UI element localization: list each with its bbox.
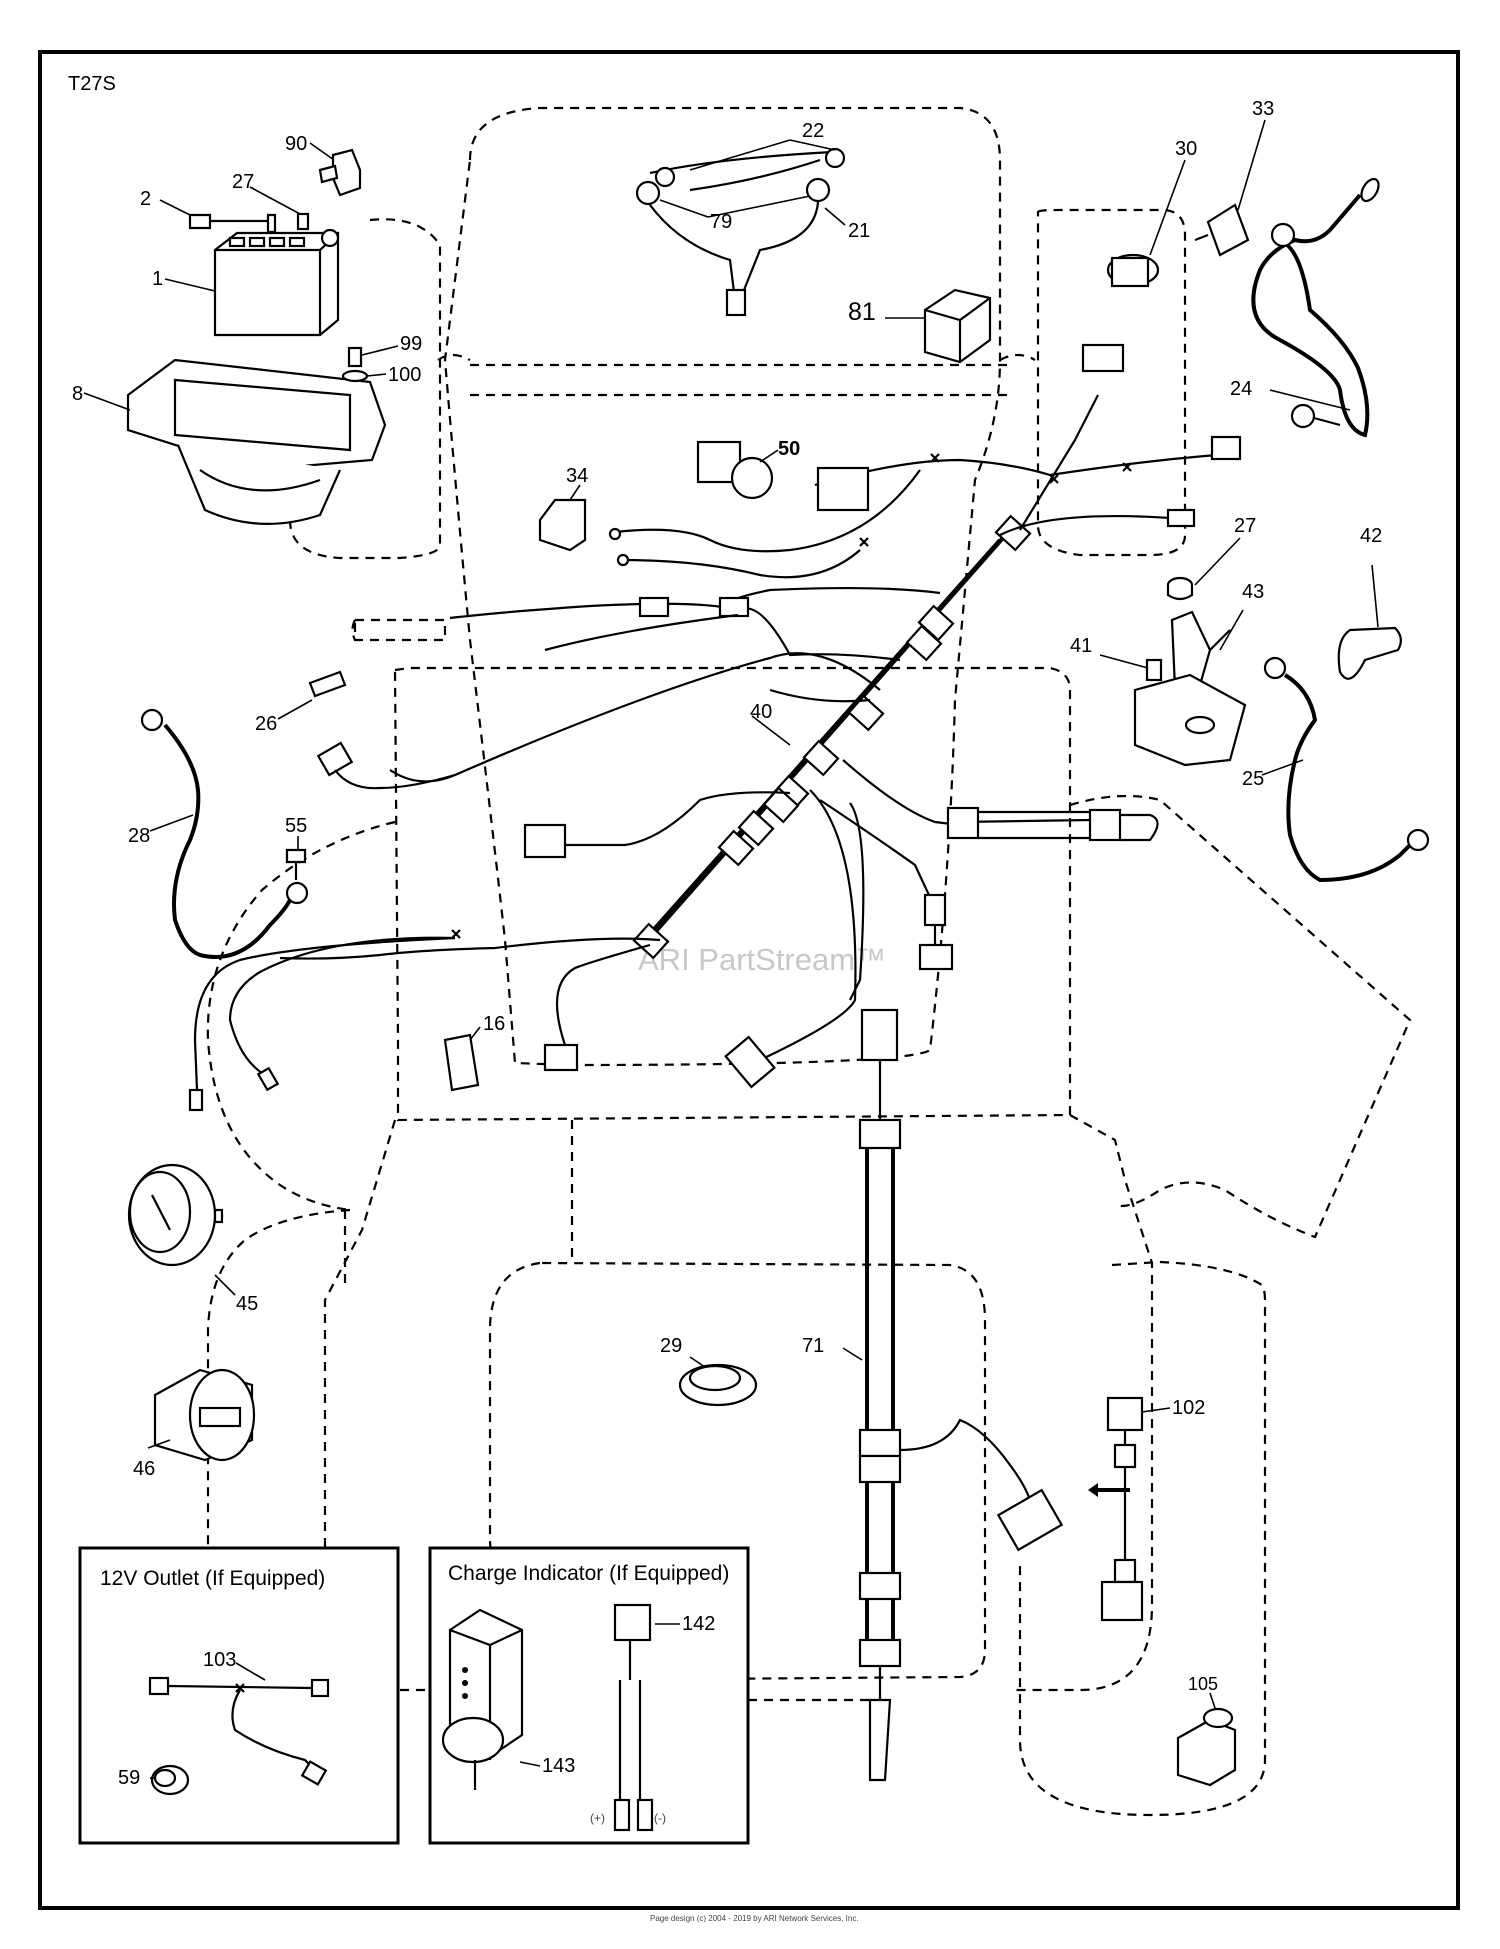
callout-28: 28 xyxy=(128,825,150,847)
callout-34: 34 xyxy=(566,465,588,487)
diagram-frame xyxy=(38,50,1460,1910)
part-22-headlight-harness xyxy=(635,139,846,317)
ground-wire-leads xyxy=(188,936,456,1112)
callout-79: 79 xyxy=(710,211,732,233)
callout-142: 142 xyxy=(682,1613,715,1635)
part-40-main-wiring-harness xyxy=(279,343,1242,1089)
wire-splice-markers xyxy=(451,453,1132,939)
part-81-relay xyxy=(885,288,992,364)
callout-99: 99 xyxy=(400,333,422,355)
part-100-washer xyxy=(341,369,387,383)
part-41-bolt xyxy=(1099,654,1163,682)
diagram-code: T27S xyxy=(68,73,116,95)
inset-charge-indicator: Charge Indicator (If Equipped) (+) (-) xyxy=(428,1546,750,1845)
callout-55: 55 xyxy=(285,815,307,837)
inset-12v-outlet-title: 12V Outlet (If Equipped) xyxy=(100,1567,325,1590)
inset-charge-title: Charge Indicator (If Equipped) xyxy=(448,1562,729,1585)
callout-26: 26 xyxy=(255,713,277,735)
part-27-nut-upper xyxy=(249,186,310,231)
callout-50: 50 xyxy=(778,438,800,460)
callout-71: 71 xyxy=(802,1335,824,1357)
callout-103: 103 xyxy=(203,1649,236,1671)
callout-22: 22 xyxy=(802,120,824,142)
inset-12v-outlet: 12V Outlet (If Equipped) xyxy=(78,1546,400,1845)
callout-25: 25 xyxy=(1242,768,1264,790)
callout-90: 90 xyxy=(285,133,307,155)
callout-43: 43 xyxy=(1242,581,1264,603)
part-45-hour-meter-round xyxy=(127,1163,236,1296)
callout-1: 1 xyxy=(152,268,163,290)
part-8-battery-tray xyxy=(83,358,387,525)
footer-copyright: Page design (c) 2004 - 2019 by ARI Netwo… xyxy=(650,1914,859,1923)
callout-27-lower: 27 xyxy=(1234,515,1256,537)
callout-143: 143 xyxy=(542,1755,575,1777)
callout-81: 81 xyxy=(848,298,876,326)
minus-terminal-label: (-) xyxy=(654,1811,666,1825)
part-42-boot xyxy=(1337,564,1402,680)
part-28-ground-cable xyxy=(140,708,309,959)
callout-2: 2 xyxy=(140,188,151,210)
callout-46: 46 xyxy=(133,1458,155,1480)
part-46-hour-meter-square xyxy=(147,1368,256,1462)
part-29-grommet xyxy=(678,1356,758,1407)
part-99-bolt xyxy=(347,345,399,368)
callout-8: 8 xyxy=(72,383,83,405)
callout-21: 21 xyxy=(848,220,870,242)
part-25-cable xyxy=(1261,656,1430,883)
part-30-ignition-switch xyxy=(1106,159,1186,288)
part-26-fuse xyxy=(277,670,347,720)
part-55-screw xyxy=(285,836,307,880)
callout-16: 16 xyxy=(483,1013,505,1035)
callout-100: 100 xyxy=(388,364,421,386)
callout-24: 24 xyxy=(1230,378,1252,400)
callout-27-upper: 27 xyxy=(232,171,254,193)
callout-59: 59 xyxy=(118,1767,140,1789)
part-1-battery xyxy=(164,213,340,337)
callout-30: 30 xyxy=(1175,138,1197,160)
part-24-battery-cable xyxy=(1251,177,1380,438)
part-27-nut-lower xyxy=(1166,537,1241,601)
callout-42: 42 xyxy=(1360,525,1382,547)
part-50-pto-switch xyxy=(696,440,779,500)
part-105-switch xyxy=(1176,1692,1237,1787)
callout-105: 105 xyxy=(1188,1674,1218,1694)
part-16-connector xyxy=(443,1026,481,1092)
plus-terminal-label: (+) xyxy=(590,1811,605,1825)
callout-45: 45 xyxy=(236,1293,258,1315)
callout-40: 40 xyxy=(750,701,772,723)
callout-29: 29 xyxy=(660,1335,682,1357)
part-90-terminal-cap xyxy=(309,142,362,197)
part-43-starter-solenoid xyxy=(1133,609,1247,767)
part-102-connector-lead xyxy=(1088,1396,1171,1622)
part-33-ignition-key xyxy=(1194,119,1266,257)
part-71-wire-harness xyxy=(842,1008,1064,1782)
callout-33: 33 xyxy=(1252,98,1274,120)
part-34-light-switch xyxy=(538,484,587,552)
watermark-text: ARI PartStream™ xyxy=(638,942,886,977)
callout-labels: 1 2 8 27 90 99 100 22 79 21 81 30 33 24 … xyxy=(72,98,1382,1789)
part-2-bolt xyxy=(159,199,268,230)
callout-102: 102 xyxy=(1172,1397,1205,1419)
callout-41: 41 xyxy=(1070,635,1092,657)
